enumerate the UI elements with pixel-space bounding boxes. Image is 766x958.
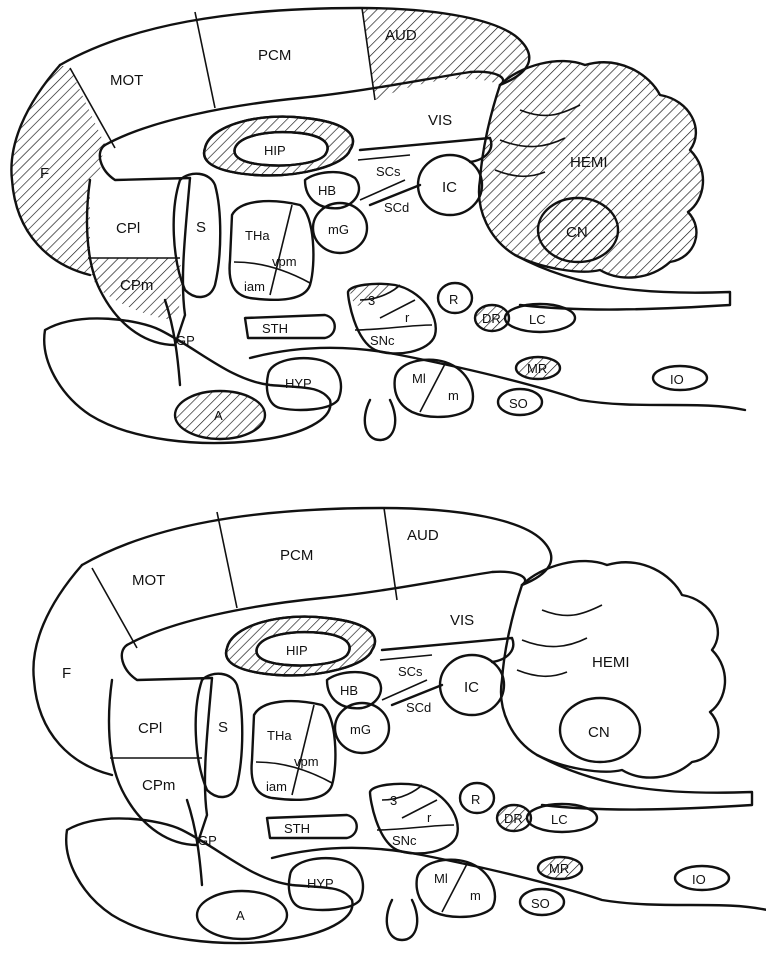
label-DR: DR [504,811,523,826]
label-CPl: CPl [116,220,140,237]
label-HB: HB [340,683,358,698]
label-IC: IC [442,179,457,196]
label-F: F [62,665,71,682]
label-HYP: HYP [307,876,334,891]
label-HB: HB [318,183,336,198]
label-DR: DR [482,311,501,326]
label-HEMI: HEMI [570,154,608,171]
label-IO: IO [670,372,684,387]
label-MR: MR [527,361,547,376]
label-R: R [449,292,458,307]
label-PCM: PCM [280,547,313,564]
label-AUD: AUD [407,527,439,544]
label-THa: THa [267,728,292,743]
label-SCd: SCd [406,700,431,715]
label-r: r [405,310,410,325]
label-THa: THa [245,228,270,243]
label-MOT: MOT [110,72,143,89]
label-R: R [471,792,480,807]
label-CPl: CPl [138,720,162,737]
label-iam: iam [244,279,265,294]
label-SO: SO [531,896,550,911]
label-CPm: CPm [142,777,175,794]
label-IO: IO [692,872,706,887]
label-HYP: HYP [285,376,312,391]
label-AUD: AUD [385,27,417,44]
label-3: 3 [368,293,375,308]
label-F: F [40,165,49,182]
label-A: A [236,908,245,923]
label-vpm: vpm [294,754,319,769]
label-GP: GP [176,333,195,348]
label-STH: STH [284,821,310,836]
label-IC: IC [464,679,479,696]
label-mG: mG [328,222,349,237]
label-vpm: vpm [272,254,297,269]
label-SCs: SCs [376,164,401,179]
label-Ml: Ml [412,371,426,386]
label-3: 3 [390,793,397,808]
label-GP: GP [198,833,217,848]
label-SCd: SCd [384,200,409,215]
label-mG: mG [350,722,371,737]
label-SNc: SNc [392,833,417,848]
panel-top: MOT PCM AUD VIS F HIP HB SCs SCd IC HEMI… [11,8,745,443]
label-PCM: PCM [258,47,291,64]
panel-bottom: MOT PCM AUD VIS F HIP HB SCs SCd IC HEMI… [33,508,766,943]
label-VIS: VIS [450,612,474,629]
label-HEMI: HEMI [592,654,630,671]
label-S: S [196,219,206,236]
label-MOT: MOT [132,572,165,589]
label-CPm: CPm [120,277,153,294]
label-Ml: Ml [434,871,448,886]
label-m: m [448,388,459,403]
label-LC: LC [529,312,546,327]
label-MR: MR [549,861,569,876]
label-CN: CN [588,724,610,741]
label-STH: STH [262,321,288,336]
label-A: A [214,408,223,423]
region-F-top [11,65,105,275]
label-SNc: SNc [370,333,395,348]
label-VIS: VIS [428,112,452,129]
label-HIP: HIP [286,643,308,658]
label-CN: CN [566,224,588,241]
label-HIP: HIP [264,143,286,158]
label-m: m [470,888,481,903]
label-LC: LC [551,812,568,827]
label-r: r [427,810,432,825]
label-SO: SO [509,396,528,411]
label-S: S [218,719,228,736]
label-SCs: SCs [398,664,423,679]
label-iam: iam [266,779,287,794]
